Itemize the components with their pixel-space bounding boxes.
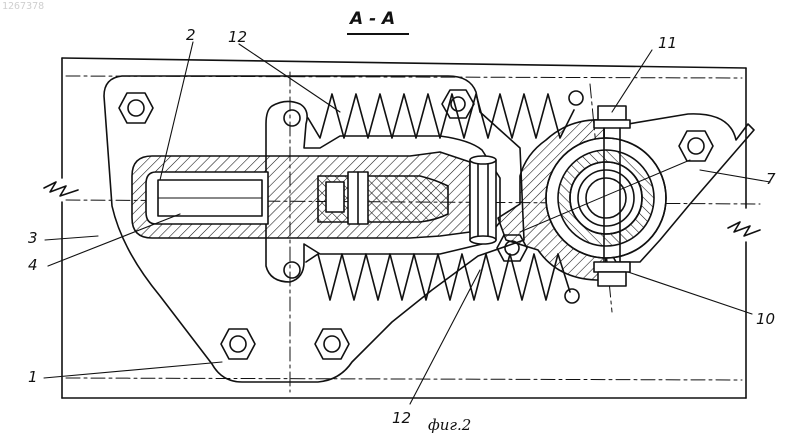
- housing-2: [132, 152, 470, 238]
- label-12-top: 12: [228, 30, 247, 45]
- label-3: 3: [28, 231, 38, 246]
- pin-joint: [470, 156, 496, 244]
- label-10: 10: [756, 312, 775, 327]
- spring-upper-12: [308, 94, 574, 138]
- figure-caption: фиг.2: [428, 416, 471, 434]
- cam-10: [498, 120, 690, 280]
- label-12-bottom: 12: [392, 411, 411, 426]
- spring-lower-12: [306, 254, 570, 300]
- label-4: 4: [28, 258, 38, 273]
- label-1: 1: [28, 370, 38, 385]
- label-2: 2: [186, 28, 196, 43]
- label-7: 7: [766, 172, 776, 187]
- label-11: 11: [658, 36, 677, 51]
